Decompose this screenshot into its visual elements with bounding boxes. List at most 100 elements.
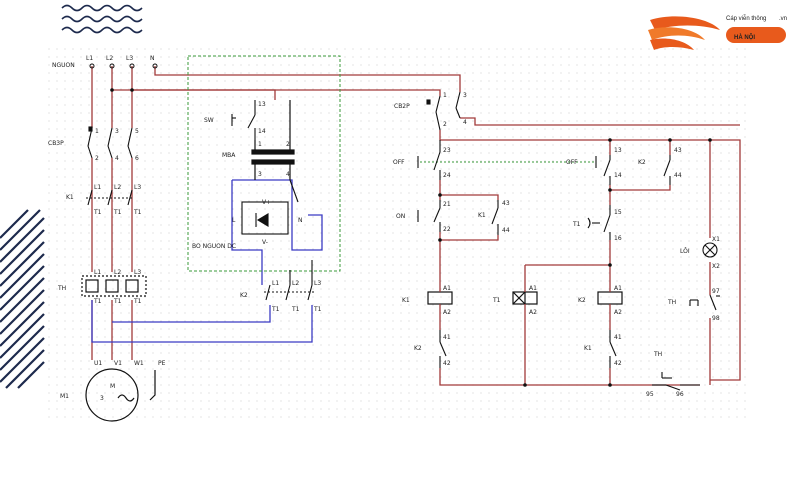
on-button-symbol bbox=[417, 200, 441, 232]
mba-2: 2 bbox=[286, 141, 290, 148]
motor-3-label: 3 bbox=[100, 395, 104, 402]
dc-brake-wires-blue bbox=[91, 179, 323, 343]
pin-3: 3 bbox=[115, 128, 119, 135]
th-thermal-relay bbox=[81, 275, 147, 297]
rect-n-label: N bbox=[298, 217, 303, 224]
grid-background bbox=[48, 48, 750, 423]
cb2p-2: 2 bbox=[443, 121, 447, 128]
dc-supply-box bbox=[187, 55, 341, 272]
k2-l1: L1 bbox=[272, 280, 279, 287]
k1-label: K1 bbox=[66, 194, 74, 201]
th-97: 97 bbox=[712, 288, 720, 295]
motor-m1 bbox=[85, 368, 156, 422]
k1-nc-42: 42 bbox=[614, 360, 622, 367]
cb3p-label: CB3P bbox=[48, 140, 64, 147]
th-nc-contact bbox=[652, 372, 700, 391]
k2-brake-contacts bbox=[264, 260, 314, 301]
th-95: 95 bbox=[646, 391, 654, 398]
off-24: 24 bbox=[443, 172, 451, 179]
cb3p-breaker bbox=[87, 126, 133, 159]
th-label: TH bbox=[57, 285, 66, 292]
sw-label: SW bbox=[204, 117, 214, 124]
on-21: 21 bbox=[443, 201, 451, 208]
l2-label: L2 bbox=[106, 55, 113, 62]
k1-t2: T1 bbox=[113, 209, 122, 216]
mba-3: 3 bbox=[258, 171, 262, 178]
th-98: 98 bbox=[712, 315, 720, 322]
brand-city-pill bbox=[726, 27, 786, 43]
th-96: 96 bbox=[676, 391, 684, 398]
off-no-14: 14 bbox=[614, 172, 622, 179]
off-label: OFF bbox=[393, 159, 405, 166]
off-button-symbol bbox=[417, 140, 441, 180]
sw-14: 14 bbox=[258, 128, 266, 135]
th-l3: L3 bbox=[134, 269, 141, 276]
pin-4: 4 bbox=[115, 155, 119, 162]
bridge-rectifier bbox=[241, 179, 299, 235]
brand-tld: .vn bbox=[779, 16, 787, 22]
t1-a1: A1 bbox=[529, 285, 537, 292]
lamp-x1: X1 bbox=[712, 236, 720, 243]
fault-lamp bbox=[702, 242, 718, 258]
loi-label: LÔI bbox=[680, 248, 690, 255]
k1-a1: A1 bbox=[443, 285, 451, 292]
k1-t1: T1 bbox=[93, 209, 102, 216]
brand-swoosh-icon bbox=[648, 16, 720, 50]
k1-hold-label: K1 bbox=[478, 212, 486, 219]
th-l2: L2 bbox=[114, 269, 121, 276]
control-wires-red bbox=[439, 117, 741, 386]
th-t3: T1 bbox=[133, 298, 142, 305]
mba-label: MBA bbox=[222, 152, 236, 159]
t1-timed-label: T1 bbox=[572, 221, 581, 228]
th-l1: L1 bbox=[94, 269, 101, 276]
k1-t3: T1 bbox=[133, 209, 142, 216]
k1-nc-label: K1 bbox=[584, 345, 592, 352]
k2-t3: T1 bbox=[313, 306, 322, 313]
m1-label: M1 bbox=[60, 393, 69, 400]
k1-main-contacts bbox=[86, 189, 134, 206]
wave-decoration bbox=[61, 4, 143, 34]
u1-label: U1 bbox=[94, 360, 102, 367]
on-label: ON bbox=[396, 213, 405, 220]
bo-nguon-dc-label: BO NGUON DC bbox=[192, 243, 236, 250]
k2-t1: T1 bbox=[271, 306, 280, 313]
t1-16: 16 bbox=[614, 235, 622, 242]
k2-coil-label: K2 bbox=[578, 297, 586, 304]
pin-2: 2 bbox=[95, 155, 99, 162]
k1-hold-44: 44 bbox=[502, 227, 510, 234]
k1-nc-41: 41 bbox=[614, 334, 622, 341]
on-22: 22 bbox=[443, 226, 451, 233]
cb2p-4: 4 bbox=[463, 119, 467, 126]
transformer-mba bbox=[251, 100, 295, 180]
k2-a1: A1 bbox=[614, 285, 622, 292]
v-minus-label: V- bbox=[262, 239, 268, 246]
k2-hold-43: 43 bbox=[674, 147, 682, 154]
k2-brake-label: K2 bbox=[240, 292, 248, 299]
k2-l2: L2 bbox=[292, 280, 299, 287]
t1-timed-contact bbox=[587, 205, 611, 240]
k1-l1: L1 bbox=[94, 184, 101, 191]
w1-label: W1 bbox=[134, 360, 144, 367]
k2-hold-44: 44 bbox=[674, 172, 682, 179]
k2-hold-label: K2 bbox=[638, 159, 646, 166]
th-aux-contact bbox=[689, 294, 720, 311]
t1-a2: A2 bbox=[529, 309, 537, 316]
th-t2: T1 bbox=[113, 298, 122, 305]
sw-13: 13 bbox=[258, 101, 266, 108]
brand-name: Cáp viễn thông bbox=[726, 15, 766, 22]
l1-label: L1 bbox=[86, 55, 93, 62]
terminal-circles bbox=[89, 63, 158, 92]
rect-l-label: L bbox=[232, 217, 236, 224]
k1-a2: A2 bbox=[443, 309, 451, 316]
cb2p-1: 1 bbox=[443, 92, 447, 99]
k2-nc-label: K2 bbox=[414, 345, 422, 352]
k2-a2: A2 bbox=[614, 309, 622, 316]
l3-label: L3 bbox=[126, 55, 133, 62]
th-t1: T1 bbox=[93, 298, 102, 305]
switch-sw bbox=[231, 100, 256, 140]
pin-6: 6 bbox=[135, 155, 139, 162]
